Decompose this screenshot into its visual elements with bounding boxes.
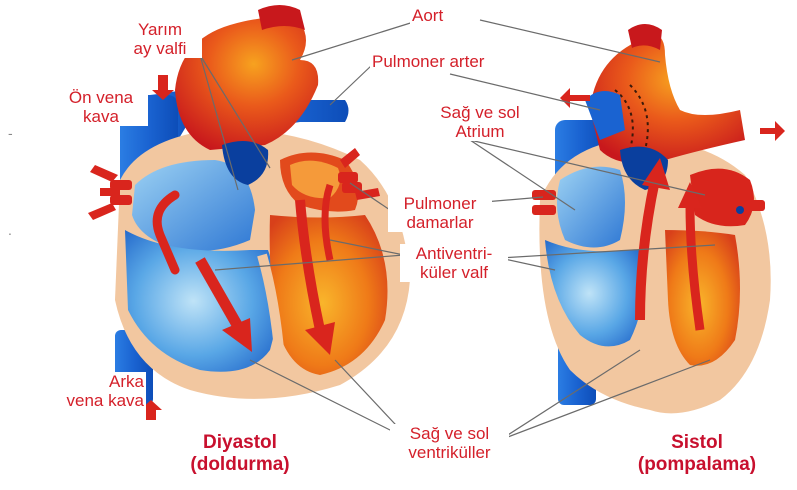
label-sag-sol-ventrikul-line2: ventriküller (392, 443, 507, 462)
diastole-heart (88, 5, 410, 420)
stray-dot: . (8, 222, 12, 238)
label-arka-vena-kava-line1: Arka (54, 372, 144, 391)
label-on-vena-kava-line1: Ön vena (56, 88, 146, 107)
caption-diyastol: Diyastol (doldurma) (180, 432, 300, 476)
label-antiventrikuler-valf: Antiventri- küler valf (400, 244, 508, 282)
label-sag-sol-ventrikuller: Sağ ve sol ventriküller (390, 424, 509, 462)
label-yarim-ay-valfi: Yarım ay valfi (118, 20, 202, 58)
label-pulmoner-damarlar-line1: Pulmoner (390, 194, 490, 213)
label-sag-sol-atrium: Sağ ve sol Atrium (428, 103, 532, 141)
label-sag-sol-atrium-line1: Sağ ve sol (430, 103, 530, 122)
label-aort: Aort (410, 6, 445, 25)
systole-heart (532, 24, 785, 413)
pulmonary-vein-dot (736, 206, 744, 214)
caption-sistol: Sistol (pompalama) (622, 432, 772, 476)
stray-dash: - (8, 125, 13, 141)
caption-diyastol-line2: (doldurma) (180, 454, 300, 476)
label-yarim-ay-valfi-line2: ay valfi (120, 39, 200, 58)
label-on-vena-kava: Ön vena kava (54, 88, 148, 126)
label-antiventrikuler-line2: küler valf (402, 263, 506, 282)
left-atrium-right (690, 169, 754, 227)
label-pulmoner-damarlar-line2: damarlar (390, 213, 490, 232)
label-antiventrikuler-line1: Antiventri- (402, 244, 506, 263)
right-atrium-right (557, 167, 625, 248)
label-arka-vena-kava: Arka vena kava (52, 372, 146, 410)
label-sag-sol-atrium-line2: Atrium (430, 122, 530, 141)
label-pulmoner-arter: Pulmoner arter (370, 52, 486, 71)
label-sag-sol-ventrikul-line1: Sağ ve sol (392, 424, 507, 443)
label-pulmoner-damarlar: Pulmoner damarlar (388, 194, 492, 232)
label-on-vena-kava-line2: kava (56, 107, 146, 126)
caption-diyastol-line1: Diyastol (180, 432, 300, 454)
label-yarim-ay-valfi-line1: Yarım (120, 20, 200, 39)
label-arka-vena-kava-line2: vena kava (54, 391, 144, 410)
caption-sistol-line2: (pompalama) (622, 454, 772, 476)
caption-sistol-line1: Sistol (622, 432, 772, 454)
